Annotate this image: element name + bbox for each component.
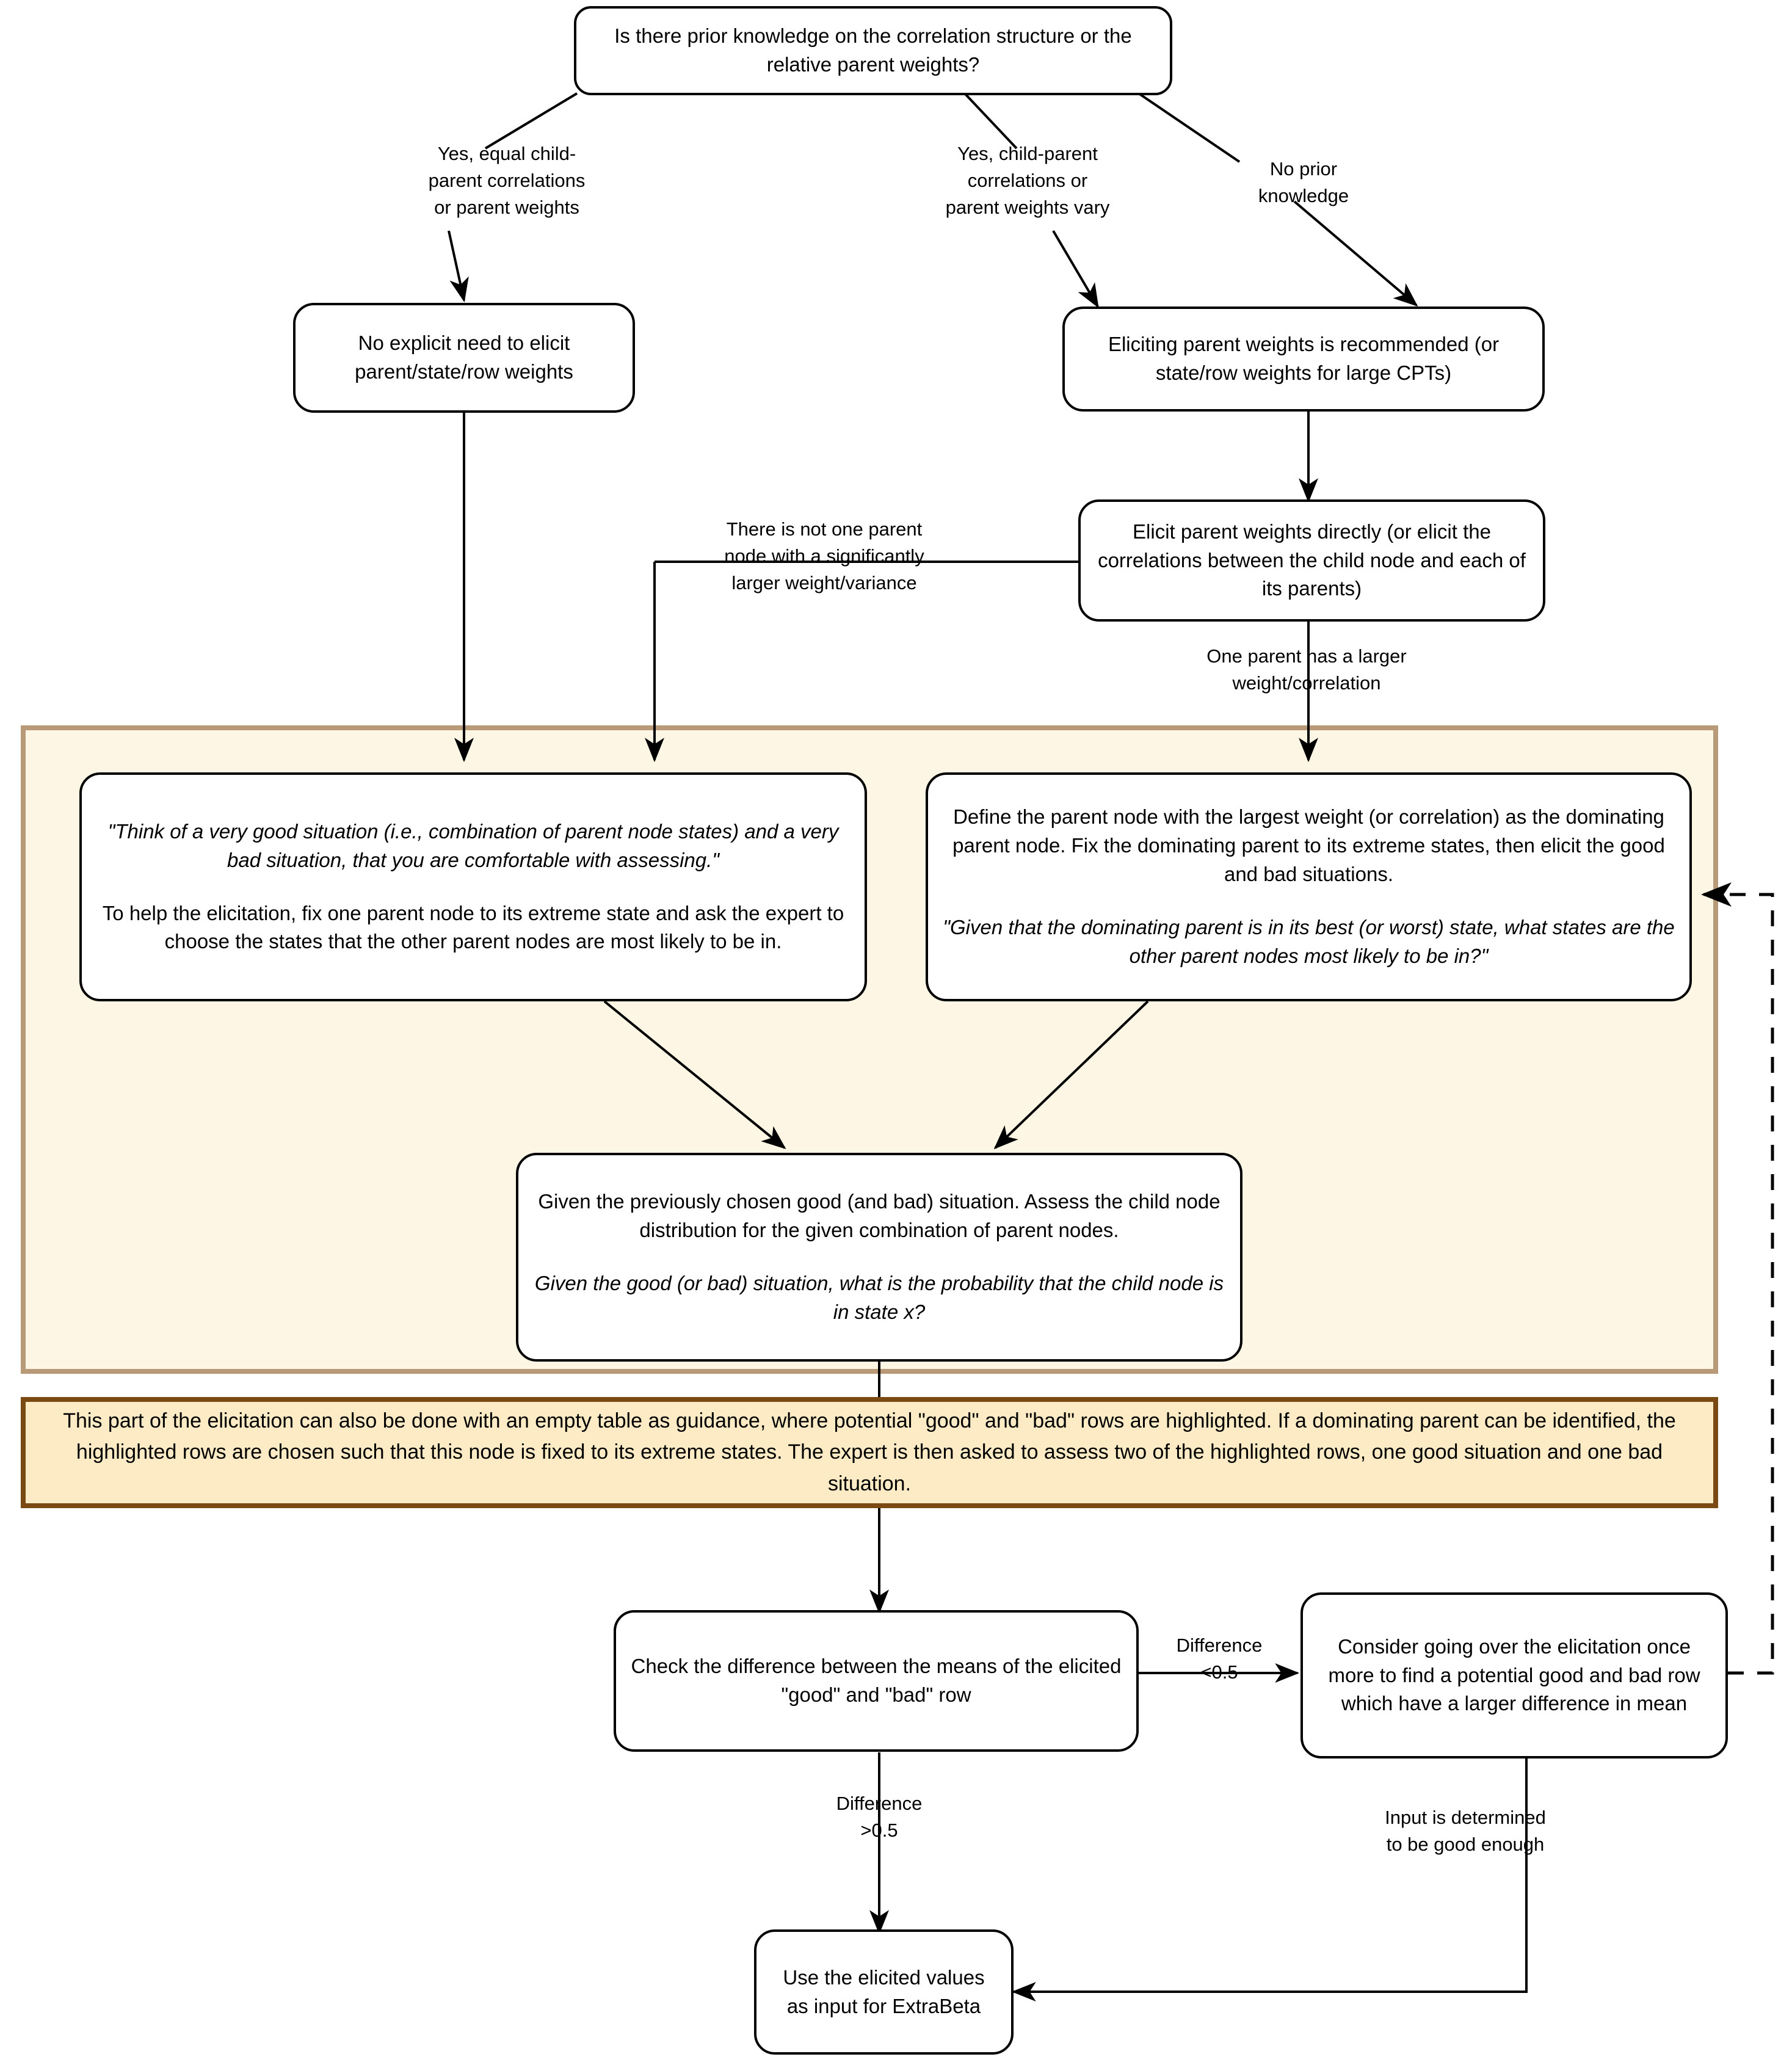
edge-root-left-b <box>448 230 469 303</box>
edge-label-good-enough: Input is determined to be good enough <box>1385 1807 1546 1856</box>
edge-label-difference-lt: Difference <0.5 <box>1176 1635 1263 1683</box>
node-elicit-directly[interactable]: Elicit parent weights directly (or elici… <box>1078 499 1545 622</box>
edge-label-not-one-parent: There is not one parent node with a sign… <box>724 518 924 594</box>
node-dominating-parent[interactable]: Define the parent node with the largest … <box>926 772 1692 1001</box>
node-root-question[interactable]: Is there prior knowledge on the correlat… <box>574 6 1172 95</box>
node-check-difference-text: Check the difference between the means o… <box>631 1655 1122 1706</box>
edge-goodbad-to-assess <box>603 1000 786 1150</box>
node-eliciting-recommended-text: Eliciting parent weights is recommended … <box>1108 333 1500 384</box>
edge-root-left-a <box>484 92 578 150</box>
node-consider-redo-text: Consider going over the elicitation once… <box>1328 1635 1700 1715</box>
edge-root-mid-a <box>963 92 1018 150</box>
edge-label-no-prior: No prior knowledge <box>1258 158 1349 207</box>
edge-dominating-to-assess <box>993 1000 1149 1150</box>
node-assess-distribution[interactable]: Given the previously chosen good (and ba… <box>516 1153 1242 1362</box>
node-good-bad-help: To help the elicitation, fix one parent … <box>102 901 844 953</box>
edge-root-right-a <box>1137 92 1241 163</box>
node-root-question-text: Is there prior knowledge on the correlat… <box>614 24 1132 76</box>
node-assess-distribution-text: Given the previously chosen good (and ba… <box>538 1190 1221 1242</box>
edge-label-yes-equal: Yes, equal child- parent correlations or… <box>428 143 586 219</box>
node-assess-question-text: Given the good (or bad) situation, what … <box>534 1272 1224 1323</box>
edge-feedback-dashed <box>1700 882 1774 1675</box>
callout-table-guidance: This part of the elicitation can also be… <box>21 1397 1718 1508</box>
node-consider-redo[interactable]: Consider going over the elicitation once… <box>1300 1592 1728 1758</box>
node-good-bad-quote: "Think of a very good situation (i.e., c… <box>107 819 839 871</box>
node-check-difference[interactable]: Check the difference between the means o… <box>614 1610 1139 1752</box>
edge-root-right-b <box>1293 200 1418 307</box>
node-eliciting-recommended[interactable]: Eliciting parent weights is recommended … <box>1062 307 1545 412</box>
node-dominating-define: Define the parent node with the largest … <box>952 805 1665 886</box>
node-good-bad-situation[interactable]: "Think of a very good situation (i.e., c… <box>79 772 867 1001</box>
edge-label-difference-gt: Difference >0.5 <box>836 1793 923 1842</box>
edge-root-mid-b <box>1052 230 1099 308</box>
edge-label-yes-vary: Yes, child-parent correlations or parent… <box>945 143 1110 219</box>
node-dominating-quote: "Given that the dominating parent is in … <box>943 915 1675 967</box>
node-no-explicit-need-text: No explicit need to elicit parent/state/… <box>355 332 573 383</box>
edge-redo-to-use <box>1011 1758 1528 2001</box>
node-use-values[interactable]: Use the elicited values as input for Ext… <box>754 1929 1014 2055</box>
node-elicit-directly-text: Elicit parent weights directly (or elici… <box>1098 520 1526 600</box>
node-no-explicit-need[interactable]: No explicit need to elicit parent/state/… <box>293 303 635 413</box>
edge-label-one-parent-larger: One parent has a larger weight/correlati… <box>1206 645 1407 694</box>
node-use-values-text: Use the elicited values as input for Ext… <box>783 1965 985 2017</box>
callout-text: This part of the elicitation can also be… <box>63 1409 1676 1495</box>
